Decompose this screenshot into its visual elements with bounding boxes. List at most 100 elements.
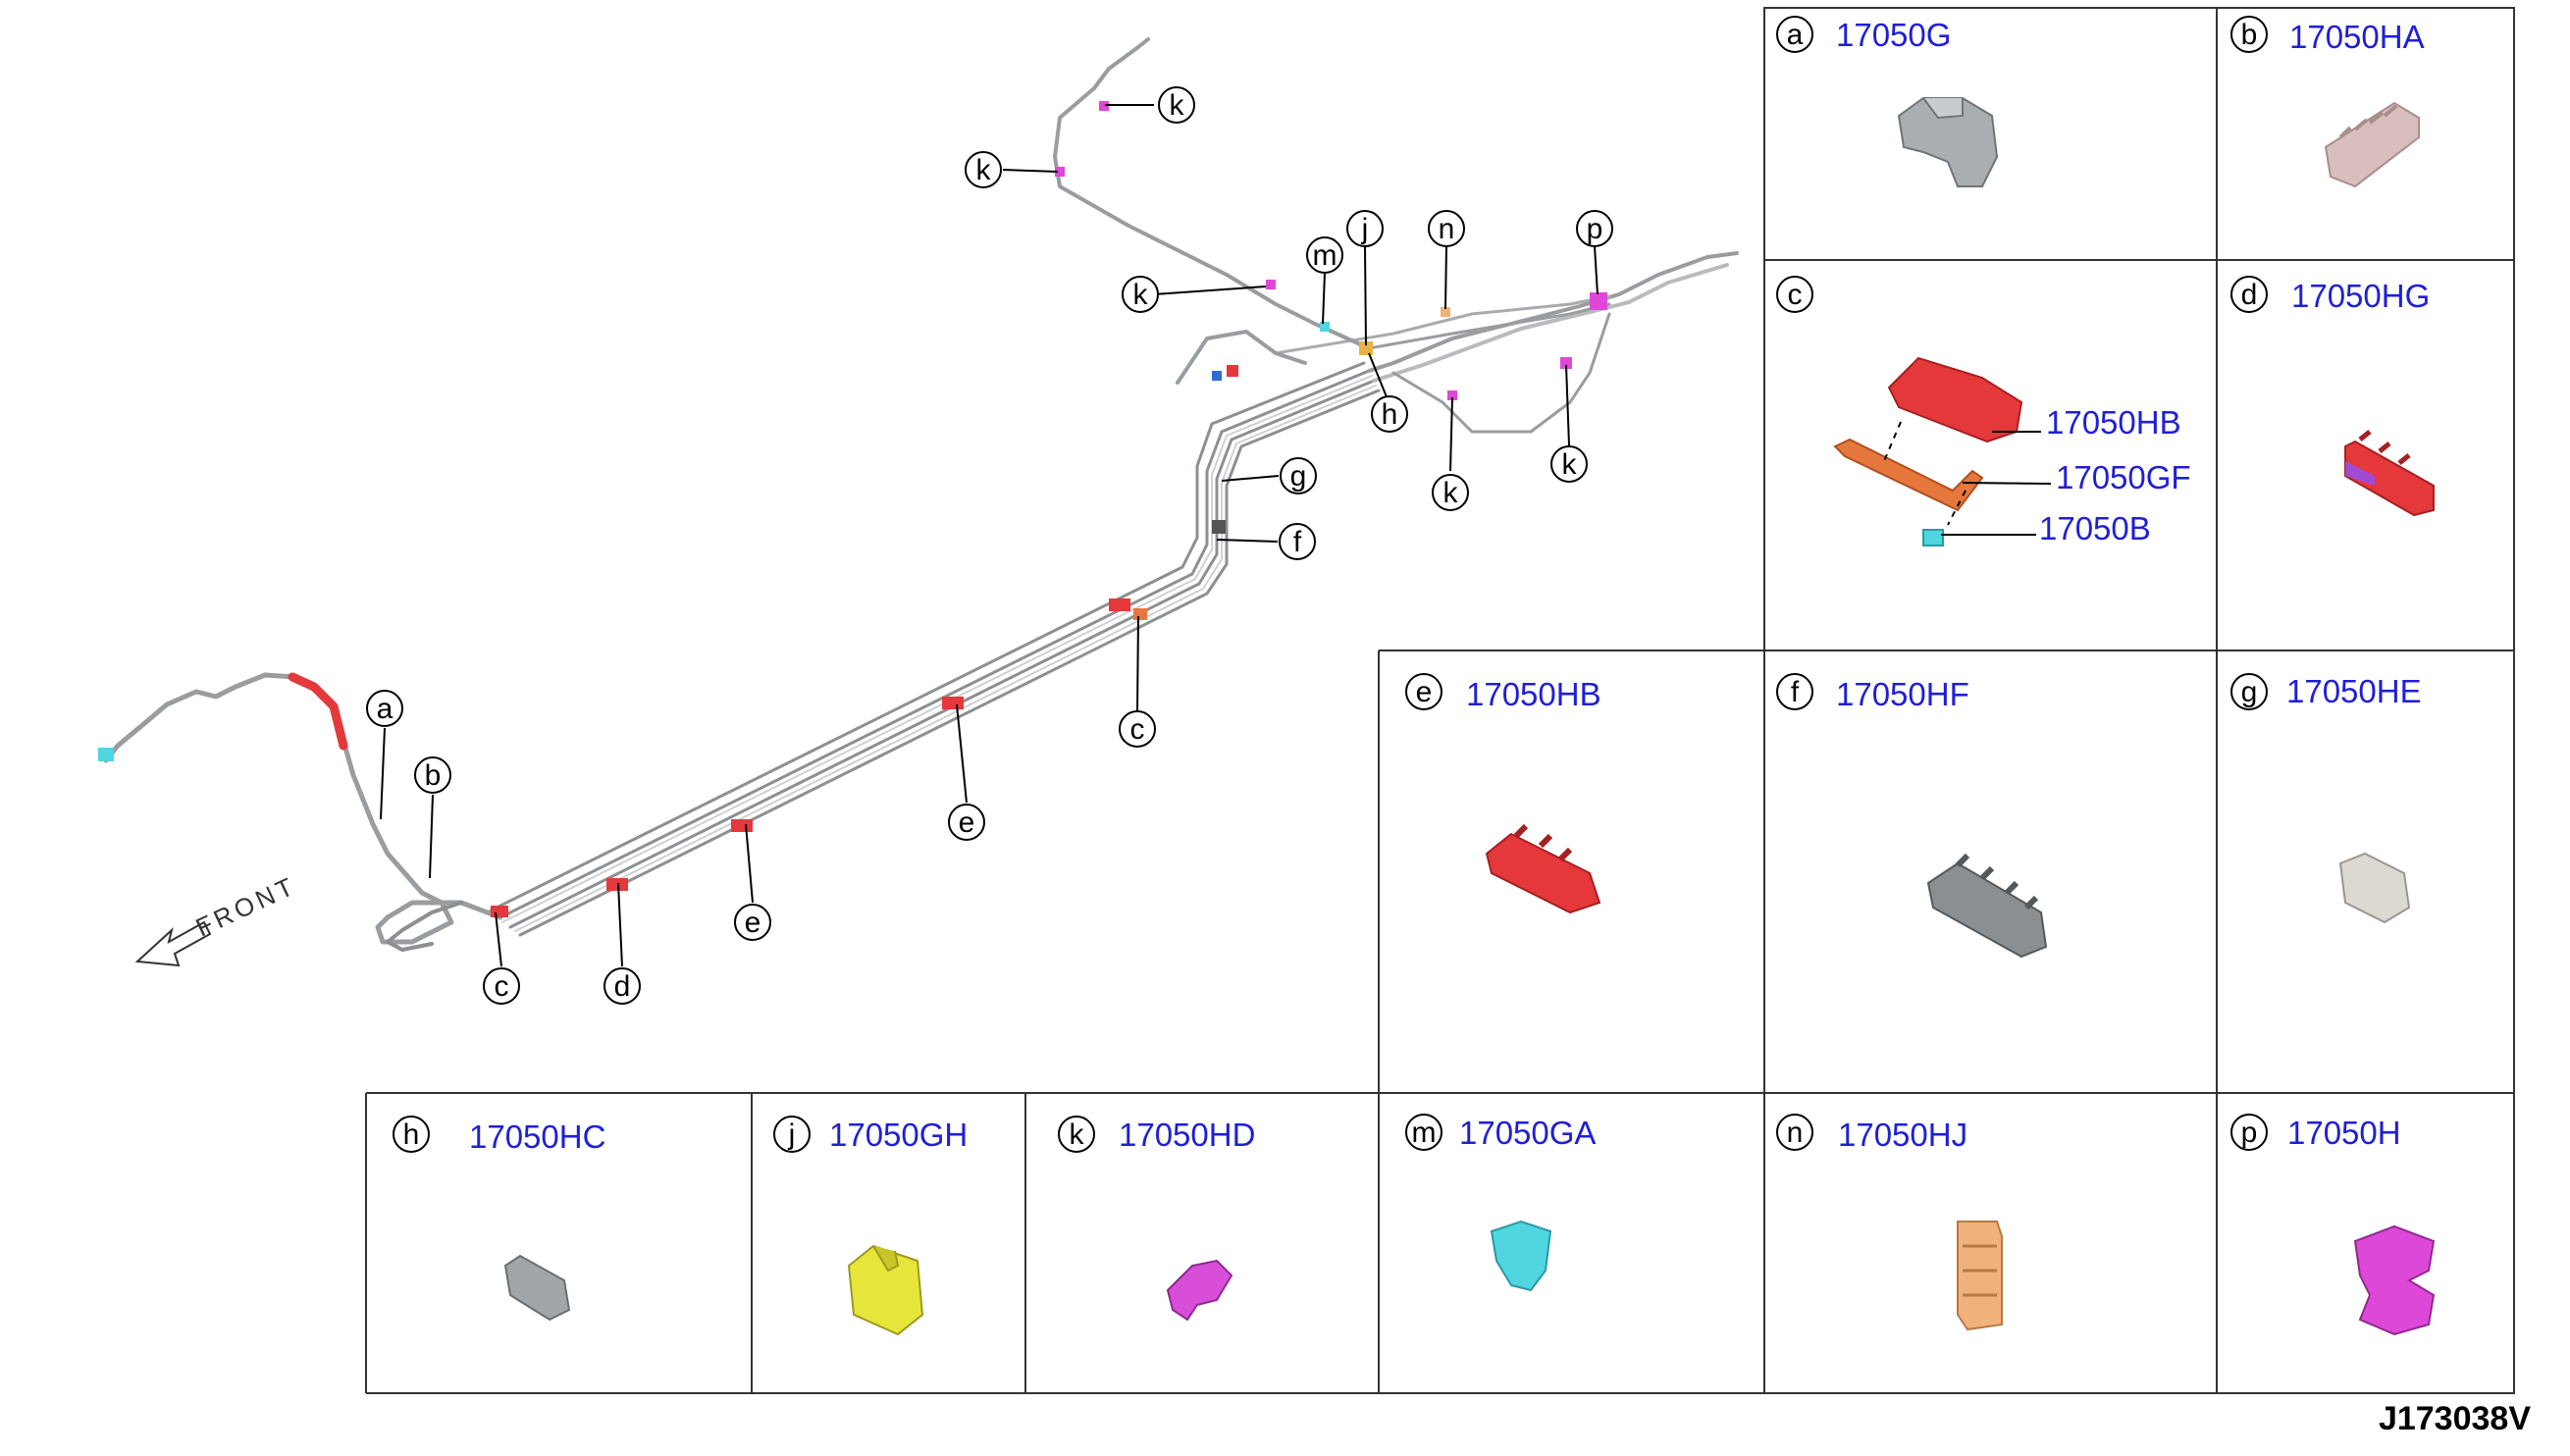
callout-j: j (1346, 210, 1384, 247)
clip-orange-icon (1957, 1221, 2003, 1331)
clip-red-purple-icon (2344, 430, 2435, 517)
part-letter: c (1788, 279, 1803, 311)
callout-k: k (965, 151, 1002, 188)
part-cell-b: b 17050HA (2230, 16, 2425, 188)
clip-red-icon (1485, 823, 1601, 914)
clip-magenta-icon (1166, 1259, 1233, 1322)
svg-text:n: n (1439, 213, 1455, 245)
callout-n: n (1428, 210, 1465, 247)
part-cell-j: j 17050GH (773, 1116, 968, 1336)
clip-dark-gray-icon (1926, 853, 2048, 959)
part-letter: k (1070, 1118, 1085, 1151)
svg-text:k: k (1443, 477, 1459, 509)
callout-b: b (414, 756, 451, 794)
front-arrow: FRONT (134, 870, 301, 967)
part-cell-k: k 17050HD (1058, 1116, 1255, 1322)
part-cell-f: f 17050HF (1776, 673, 2048, 959)
svg-text:c: c (495, 970, 509, 1003)
svg-text:m: m (1313, 239, 1337, 272)
callout-e: e (948, 804, 985, 841)
svg-text:j: j (1361, 213, 1369, 245)
part-cell-n: n 17050HJ (1776, 1114, 2003, 1331)
part-cell-d: d 17050HG (2230, 276, 2435, 517)
part-cell-m: m 17050GA (1405, 1114, 1596, 1292)
svg-text:h: h (1382, 398, 1398, 431)
drawing-id: J173038V (2378, 1400, 2531, 1437)
svg-text:a: a (377, 693, 393, 725)
part-cell-a: a 17050G (1776, 16, 1999, 187)
part-cell-g: g 17050HE (2230, 673, 2422, 924)
clip-cyan-icon (1922, 529, 1944, 546)
svg-text:d: d (614, 970, 631, 1003)
clip-gray-icon (503, 1254, 571, 1322)
part-number: 17050HE (2286, 673, 2422, 709)
part-letter: g (2241, 676, 2258, 708)
callout-p: p (1576, 210, 1613, 247)
svg-text:k: k (1562, 448, 1578, 481)
part-number: 17050HB (2046, 404, 2181, 441)
clip-magenta-icon (2353, 1224, 2436, 1336)
svg-text:k: k (1170, 89, 1185, 122)
clip-white-icon (2338, 852, 2411, 924)
svg-text:f: f (1293, 526, 1302, 558)
part-letter: j (788, 1118, 796, 1151)
callout-h: h (1371, 395, 1408, 433)
part-letter: f (1791, 676, 1800, 708)
part-number: 17050HB (1466, 676, 1601, 712)
leader-lines (380, 104, 1599, 967)
part-cell-p: p 17050H (2230, 1114, 2436, 1336)
part-letter: e (1416, 676, 1433, 708)
svg-text:c: c (1130, 713, 1145, 746)
part-cell-e: e 17050HB (1405, 673, 1601, 914)
clip-gray-icon (1897, 97, 1999, 187)
callout-m: m (1306, 236, 1343, 274)
svg-text:e: e (745, 907, 761, 939)
callout-a: a (366, 690, 403, 727)
part-letter: m (1412, 1117, 1437, 1149)
part-letter: h (403, 1118, 420, 1151)
clip-pink-icon (2324, 101, 2420, 188)
part-number: 17050GF (2056, 459, 2191, 495)
callout-k: k (1122, 276, 1159, 313)
svg-text:g: g (1290, 460, 1307, 493)
clip-cyan-icon (1490, 1220, 1552, 1292)
parts-grid (365, 7, 2515, 1394)
svg-text:e: e (959, 806, 975, 839)
callout-e: e (734, 904, 771, 941)
part-letter: n (1787, 1117, 1804, 1149)
part-letter: d (2241, 279, 2258, 311)
callout-d: d (603, 967, 641, 1005)
callout-c: c (483, 967, 520, 1005)
part-number: 17050H (2287, 1115, 2401, 1151)
clip-yellow-icon (847, 1244, 924, 1336)
svg-text:k: k (976, 154, 992, 186)
part-cell-c: c 17050HB 17050GF 17050B (1776, 276, 2191, 546)
part-cell-h: h 17050HC (393, 1116, 605, 1322)
part-number: 17050B (2039, 510, 2151, 546)
callout-g: g (1280, 457, 1317, 494)
part-number: 17050HC (469, 1118, 605, 1155)
front-label: FRONT (191, 870, 301, 942)
part-number: 17050HD (1119, 1117, 1255, 1153)
svg-text:k: k (1133, 279, 1149, 311)
fuel-line-routing (103, 37, 1739, 952)
part-number: 17050HA (2289, 19, 2425, 55)
part-letter: a (1787, 19, 1804, 51)
svg-text:p: p (1587, 213, 1603, 245)
callout-k: k (1158, 86, 1195, 124)
part-number: 17050HF (1836, 676, 1969, 712)
clip-red-icon (1887, 356, 2023, 443)
diagram-callouts: a b c d e e c f g h j m n p k k k k k (366, 86, 1613, 1005)
callout-k: k (1550, 445, 1588, 483)
part-number: 17050G (1836, 17, 1951, 53)
part-number: 17050GA (1459, 1115, 1596, 1151)
part-number: 17050HJ (1838, 1117, 1967, 1153)
callout-c: c (1119, 710, 1156, 748)
part-letter: b (2241, 19, 2258, 51)
callout-f: f (1279, 523, 1316, 560)
part-number: 17050GH (829, 1117, 968, 1153)
callout-k: k (1432, 474, 1469, 511)
bracket-orange-icon (1833, 438, 1984, 512)
svg-text:b: b (425, 759, 442, 792)
